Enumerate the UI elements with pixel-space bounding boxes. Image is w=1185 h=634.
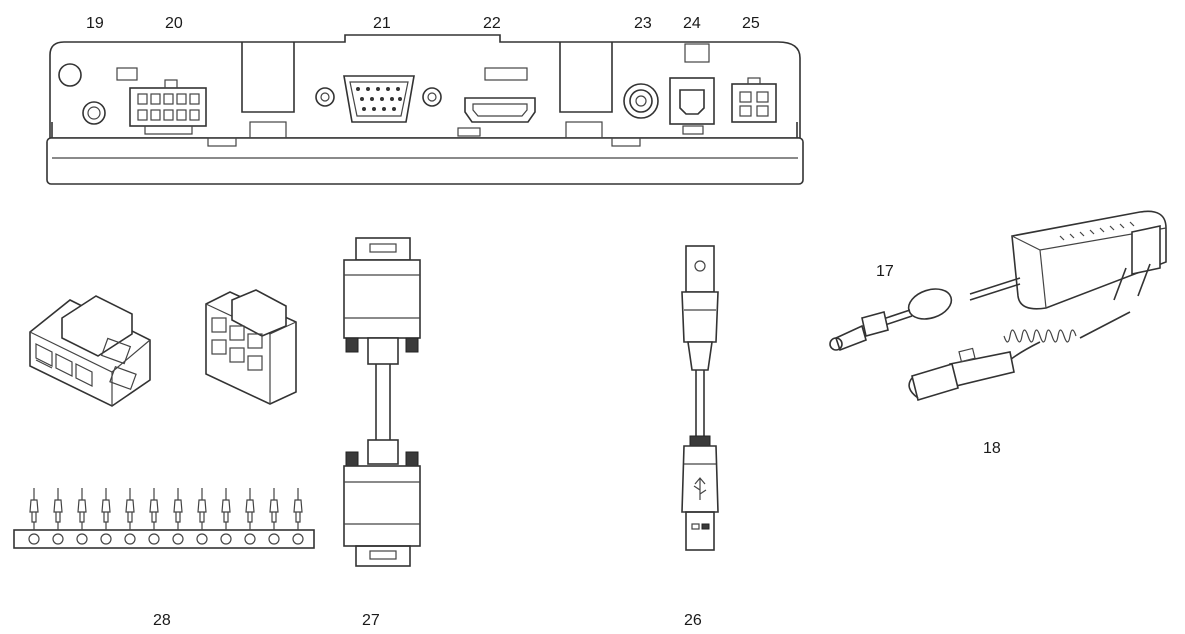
crimp-pin xyxy=(269,488,279,530)
port-25-4pin xyxy=(731,77,777,123)
callout-21: 21 xyxy=(373,15,391,32)
crimp-pin-carrier-hole xyxy=(148,533,160,545)
crimp-pin-carrier-hole xyxy=(76,533,88,545)
callout-28: 28 xyxy=(153,612,171,629)
crimp-pin-carrier-hole xyxy=(52,533,64,545)
crimp-pin-carrier-hole xyxy=(196,533,208,545)
crimp-pins xyxy=(28,488,304,545)
item-28-connector-kit xyxy=(13,289,315,549)
port-22-hdmi xyxy=(457,97,536,137)
callout-22: 22 xyxy=(483,15,501,32)
item-17-power-adapter xyxy=(829,210,1167,352)
callout-19: 19 xyxy=(86,15,104,32)
device-connector-panel xyxy=(46,34,804,185)
port-19-round-hole xyxy=(82,101,106,125)
crimp-pin-carrier-hole xyxy=(124,533,136,545)
crimp-pin xyxy=(53,488,63,530)
crimp-pin-carrier-hole xyxy=(100,533,112,545)
callout-26: 26 xyxy=(684,612,702,629)
crimp-pin xyxy=(293,488,303,530)
callout-23: 23 xyxy=(634,15,652,32)
crimp-pin xyxy=(101,488,111,530)
callout-25: 25 xyxy=(742,15,760,32)
crimp-pin xyxy=(245,488,255,530)
crimp-pin xyxy=(29,488,39,530)
crimp-pin-carrier-hole xyxy=(220,533,232,545)
callout-27: 27 xyxy=(362,612,380,629)
item-18-car-adapter xyxy=(908,311,1131,402)
crimp-pin-carrier-hole xyxy=(28,533,40,545)
port-24-usb-b xyxy=(669,77,715,135)
port-20-multipin xyxy=(129,79,207,135)
crimp-pin-carrier-hole xyxy=(244,533,256,545)
crimp-pin xyxy=(149,488,159,530)
crimp-pin xyxy=(173,488,183,530)
item-27-vga-cable xyxy=(343,237,421,567)
callout-24: 24 xyxy=(683,15,701,32)
port-23-dc-jack xyxy=(623,83,659,119)
callout-18: 18 xyxy=(983,440,1001,457)
crimp-pin xyxy=(221,488,231,530)
crimp-pin xyxy=(77,488,87,530)
callout-20: 20 xyxy=(165,15,183,32)
item-26-usb-cable xyxy=(681,245,719,551)
callout-17: 17 xyxy=(876,263,894,280)
crimp-pin-carrier-hole xyxy=(292,533,304,545)
crimp-pin xyxy=(197,488,207,530)
crimp-pin-carrier-hole xyxy=(172,533,184,545)
port-21-vga xyxy=(315,75,442,123)
crimp-pin-carrier-hole xyxy=(268,533,280,545)
crimp-pin xyxy=(125,488,135,530)
mount-hole xyxy=(58,63,82,87)
